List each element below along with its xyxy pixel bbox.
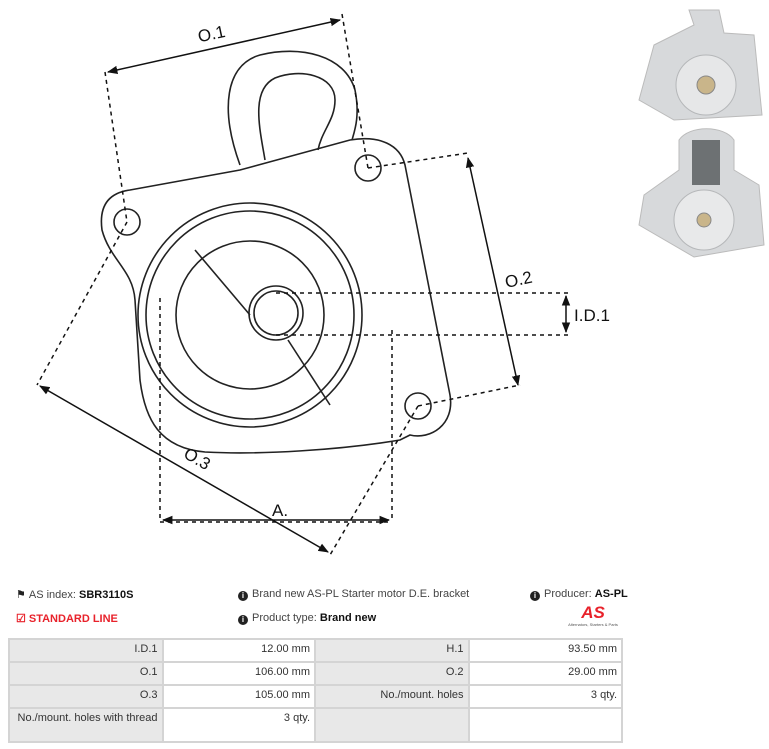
info-icon: i xyxy=(238,591,248,601)
product-type: i Product type: Brand new xyxy=(238,612,376,625)
spec-value: 3 qty. xyxy=(467,684,624,709)
spec-key: O.1 xyxy=(8,661,164,686)
bracket-outline xyxy=(100,138,452,454)
spec-key: No./mount. holes with thread xyxy=(8,707,164,743)
producer-label: Producer: xyxy=(544,588,592,600)
technical-drawing: O.1 O.2 O.3 A. I.D.1 xyxy=(36,13,610,556)
product-type-label: Product type: xyxy=(252,612,317,624)
as-index-value: SBR3110S xyxy=(79,589,134,601)
spec-key xyxy=(314,707,470,743)
producer-value: AS-PL xyxy=(594,588,628,600)
as-index: ⚑AS index: SBR3110S xyxy=(16,588,133,601)
top-loop xyxy=(227,50,358,166)
spec-value: 12.00 mm xyxy=(161,638,317,663)
product-photo-front xyxy=(638,9,763,121)
spec-value: 105.00 mm xyxy=(161,684,317,709)
product-type-value: Brand new xyxy=(319,612,377,624)
tag-icon: ⚑ xyxy=(16,589,26,601)
label-o2: O.2 xyxy=(503,268,534,292)
spec-key: O.3 xyxy=(8,684,164,709)
label-a: A. xyxy=(272,501,288,520)
logo-mark: AS xyxy=(581,603,605,622)
as-pl-logo: AS Alternators, Starters & Parts xyxy=(563,603,623,628)
product-photo-back xyxy=(638,128,765,258)
description-text: Brand new AS-PL Starter motor D.E. brack… xyxy=(252,588,470,600)
producer: i Producer: AS-PL xyxy=(530,588,628,601)
spec-value: 106.00 mm xyxy=(161,661,317,686)
checkbox-icon: ☑ xyxy=(16,613,26,625)
standard-line-label: STANDARD LINE xyxy=(28,613,118,625)
info-icon: i xyxy=(238,615,248,625)
spec-value: 3 qty. xyxy=(161,707,317,743)
spec-key: O.2 xyxy=(314,661,470,686)
spec-value xyxy=(467,707,624,743)
spec-key: No./mount. holes xyxy=(314,684,470,709)
info-icon: i xyxy=(530,591,540,601)
spec-key: I.D.1 xyxy=(8,638,164,663)
label-id1: I.D.1 xyxy=(574,306,610,325)
spec-key: H.1 xyxy=(314,638,470,663)
logo-tagline: Alternators, Starters & Parts xyxy=(568,622,618,627)
as-index-label: AS index: xyxy=(28,589,76,601)
label-o1: O.1 xyxy=(196,22,227,46)
description: i Brand new AS-PL Starter motor D.E. brac… xyxy=(238,588,469,601)
spec-value: 29.00 mm xyxy=(467,661,624,686)
standard-line: ☑STANDARD LINE xyxy=(16,612,118,625)
spec-value: 93.50 mm xyxy=(467,638,624,663)
